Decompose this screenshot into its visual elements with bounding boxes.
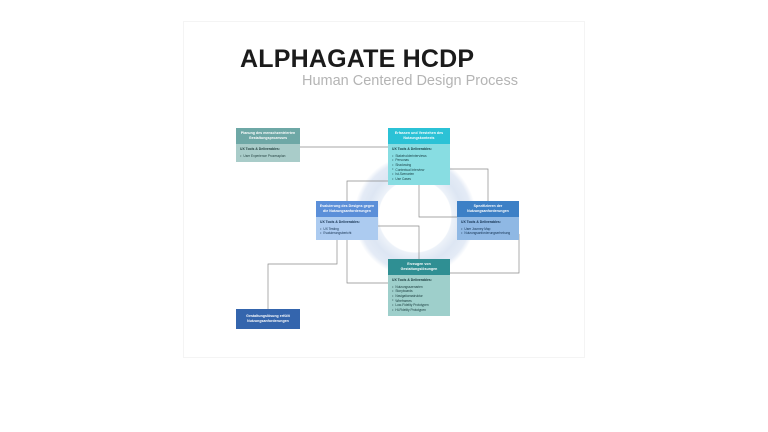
list-item: User Experience Prozessplan [240, 154, 296, 159]
connector-lines [267, 146, 520, 309]
node-planning-list: User Experience Prozessplan [240, 154, 296, 159]
node-solution-meets-requirements[interactable]: Gestaltungslösung erfüllt Nutzungsanford… [236, 309, 300, 329]
list-item: UX Testing [320, 227, 374, 232]
node-context-body: UX Tools & Deliverables: Stakeholderinte… [388, 144, 450, 186]
connector-evaluate-to-meets [267, 234, 338, 309]
list-item: Personas [392, 158, 446, 163]
list-item: Shadowing [392, 163, 446, 168]
node-specify-requirements[interactable]: Spezifizieren der Nutzungsanforderungen … [457, 201, 519, 240]
node-requirements-body: UX Tools & Deliverables: User Journey Ma… [457, 217, 519, 240]
node-solutions-header: Erzeugen von Gestaltungslösungen [388, 259, 450, 276]
connector-solutions-to-evaluate [346, 234, 388, 284]
connector-requirements-to-solutions [450, 234, 520, 274]
list-item: Nutzungsanforderungserhebung [461, 231, 515, 236]
connector-evaluate-to-context [346, 180, 388, 201]
connector-context-to-requirements [450, 168, 489, 201]
node-evaluate-header: Evaluierung des Designs gegen die Nutzun… [316, 201, 378, 218]
list-item: Storyboards [392, 289, 446, 294]
node-context-list: Stakeholderinterviews Personas Shadowing… [392, 154, 446, 182]
node-planning-deliverables-label: UX Tools & Deliverables: [240, 146, 280, 151]
list-item: Contextual Interview [392, 167, 446, 173]
list-item: Use Cases [392, 177, 446, 182]
node-solutions-list: Nutzungsszenarien Storyboards Navigation… [392, 285, 446, 313]
node-planning-body: UX Tools & Deliverables: User Experience… [236, 144, 300, 163]
list-item: Low-Fidelity Prototypen [392, 303, 446, 308]
ring-inner-hole [379, 180, 451, 252]
list-item: Evaluierungsbericht [320, 231, 374, 236]
node-evaluate-design[interactable]: Evaluierung des Designs gegen die Nutzun… [316, 201, 378, 240]
list-item: Nutzungsszenarien [392, 285, 446, 290]
node-requirements-header: Spezifizieren der Nutzungsanforderungen [457, 201, 519, 218]
title-block: ALPHAGATE HCDP Human Centered Design Pro… [240, 46, 540, 89]
list-item: Wireframes [392, 298, 446, 304]
node-evaluate-list: UX Testing Evaluierungsbericht [320, 227, 374, 236]
node-understand-context[interactable]: Erfassen und Verstehen des Nutzungskonte… [388, 128, 450, 186]
node-planning-process[interactable]: Planung des menschzentrierten Gestaltung… [236, 128, 300, 163]
list-item: Navigationsstruktur [392, 294, 446, 299]
node-evaluate-body: UX Tools & Deliverables: UX Testing Eval… [316, 217, 378, 240]
node-requirements-deliverables-label: UX Tools & Deliverables: [461, 219, 501, 224]
node-planning-header: Planung des menschzentrierten Gestaltung… [236, 128, 300, 145]
node-context-header: Erfassen und Verstehen des Nutzungskonte… [388, 128, 450, 145]
node-evaluate-deliverables-label: UX Tools & Deliverables: [320, 219, 360, 224]
page-subtitle: Human Centered Design Process [302, 72, 518, 89]
list-item: Stakeholderinterviews [392, 154, 446, 159]
page-title: ALPHAGATE HCDP [240, 45, 475, 73]
node-produce-solutions[interactable]: Erzeugen von Gestaltungslösungen UX Tool… [388, 259, 450, 317]
hcd-process-diagram: Planung des menschzentrierten Gestaltung… [183, 21, 585, 358]
list-item: User Journey Map [461, 227, 515, 232]
list-item: Ist-Szenarien [392, 172, 446, 177]
node-solutions-deliverables-label: UX Tools & Deliverables: [392, 277, 432, 282]
node-solutions-body: UX Tools & Deliverables: Nutzungsszenari… [388, 275, 450, 317]
list-item: Hi-Fidelity Prototypen [392, 308, 446, 313]
node-context-deliverables-label: UX Tools & Deliverables: [392, 146, 432, 151]
node-meets-header: Gestaltungslösung erfüllt Nutzungsanford… [236, 309, 300, 329]
node-requirements-list: User Journey Map Nutzungsanforderungserh… [461, 227, 515, 236]
